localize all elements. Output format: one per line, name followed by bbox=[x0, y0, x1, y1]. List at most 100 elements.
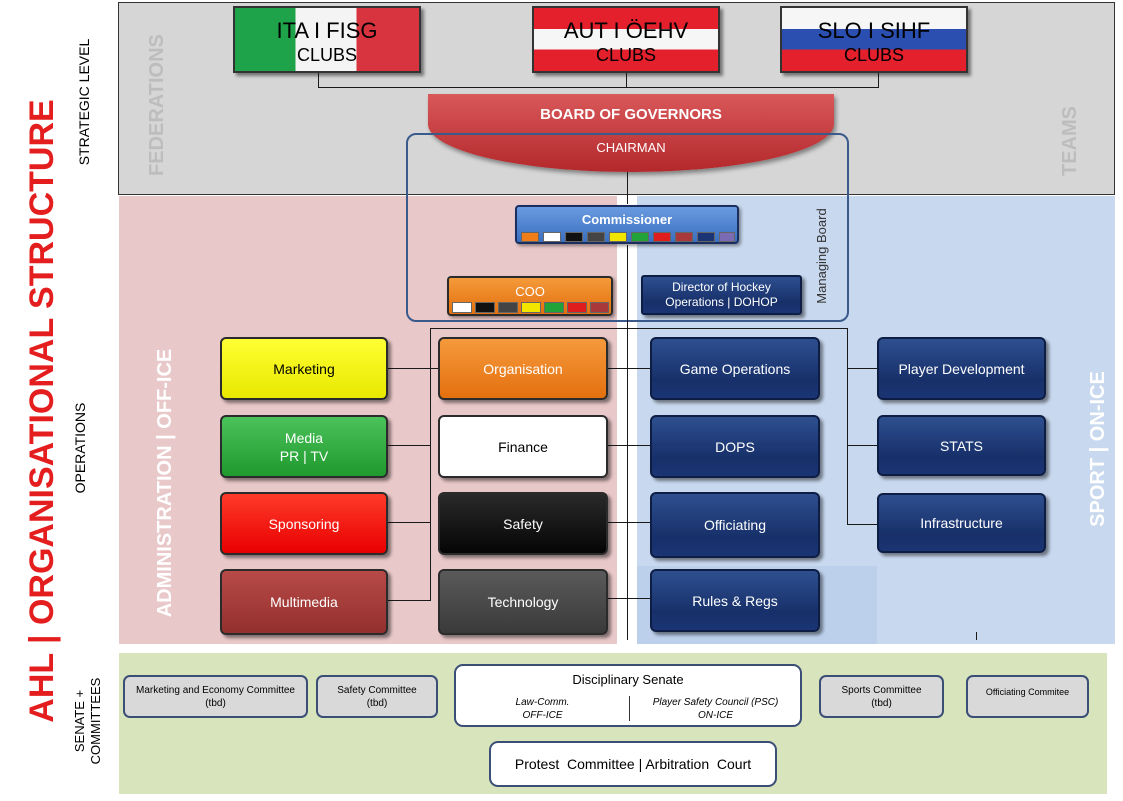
federations-label: FEDERATIONS bbox=[146, 34, 168, 176]
connector bbox=[627, 172, 628, 204]
federation-ita: ITA I FISG CLUBS bbox=[233, 6, 421, 73]
color-swatch bbox=[521, 232, 539, 242]
psc-line1: Player Safety Council (PSC) bbox=[652, 697, 779, 708]
dohop-line1: Director of Hockey bbox=[672, 280, 771, 294]
connector bbox=[847, 445, 877, 446]
connector bbox=[388, 445, 430, 446]
law-comm-line2: OFF-ICE bbox=[522, 710, 563, 721]
sport-onice-label: SPORT | ON-ICE bbox=[1087, 371, 1109, 527]
strategic-level-label: STRATEGIC LEVEL bbox=[76, 38, 92, 166]
connector bbox=[878, 73, 879, 87]
safety-committee: Safety Committee (tbd) bbox=[316, 675, 438, 718]
multimedia-box: Multimedia bbox=[220, 569, 388, 635]
organisation-box: Organisation bbox=[438, 337, 608, 400]
color-swatch bbox=[653, 232, 671, 242]
color-swatch bbox=[675, 232, 693, 242]
safety-committee-sub: (tbd) bbox=[366, 697, 388, 709]
color-swatch bbox=[587, 232, 605, 242]
coo-label: COO bbox=[515, 284, 545, 299]
protest-committee: Protest Committee | Arbitration Court bbox=[489, 741, 777, 787]
law-comm-line1: Law-Comm. bbox=[515, 697, 570, 708]
safety-committee-name: Safety Committee bbox=[337, 684, 417, 696]
color-swatch bbox=[452, 302, 472, 313]
connector bbox=[626, 73, 627, 87]
color-swatch bbox=[498, 302, 518, 313]
media-box: Media PR | TV bbox=[220, 415, 388, 478]
connector bbox=[430, 328, 848, 329]
federation-aut-name: AUT I ÖEHV bbox=[563, 18, 689, 43]
federation-ita-sub: CLUBS bbox=[296, 45, 358, 65]
federation-slo: SLO I SIHF CLUBS bbox=[780, 6, 968, 73]
senate-label-line1: SENATE + bbox=[72, 689, 87, 753]
color-swatch bbox=[521, 302, 541, 313]
rules-regs-box: Rules & Regs bbox=[650, 569, 820, 632]
connector bbox=[608, 522, 650, 523]
marketing-committee-name: Marketing and Economy Committee bbox=[136, 684, 295, 696]
sponsoring-box: Sponsoring bbox=[220, 492, 388, 555]
finance-box: Finance bbox=[438, 415, 608, 478]
officiating-committee: Officiating Commitee bbox=[966, 675, 1089, 718]
safety-box: Safety bbox=[438, 492, 608, 555]
player-safety-council: Player Safety Council (PSC) ON-ICE bbox=[631, 696, 800, 722]
technology-box: Technology bbox=[438, 569, 608, 635]
connector bbox=[847, 524, 877, 525]
sports-committee: Sports Committee (tbd) bbox=[819, 675, 944, 718]
federation-slo-name: SLO I SIHF bbox=[817, 18, 931, 43]
senate-divider bbox=[629, 696, 630, 721]
color-swatch bbox=[697, 232, 715, 242]
color-swatch bbox=[544, 302, 564, 313]
page-title: AHL | ORGANISATIONAL STRUCTURE bbox=[23, 99, 61, 723]
color-swatch bbox=[543, 232, 561, 242]
color-swatch bbox=[609, 232, 627, 242]
marketing-committee: Marketing and Economy Committee (tbd) bbox=[123, 675, 308, 718]
senate-committees-label: SENATE + COMMITTEES bbox=[72, 671, 108, 771]
connector bbox=[388, 600, 430, 601]
operations-label: OPERATIONS bbox=[72, 402, 88, 494]
color-swatch bbox=[475, 302, 495, 313]
disciplinary-senate-title: Disciplinary Senate bbox=[572, 672, 684, 687]
connector bbox=[430, 328, 431, 601]
marketing-committee-sub: (tbd) bbox=[205, 697, 226, 709]
commissioner-label: Commissioner bbox=[581, 212, 673, 227]
connector bbox=[608, 598, 650, 599]
connector bbox=[847, 368, 877, 369]
media-label: Media bbox=[284, 429, 324, 446]
stats-box: STATS bbox=[877, 415, 1046, 476]
federation-aut: AUT I ÖEHV CLUBS bbox=[532, 6, 720, 73]
teams-label: TEAMS bbox=[1059, 106, 1081, 176]
color-swatch bbox=[631, 232, 649, 242]
sports-committee-name: Sports Committee bbox=[841, 684, 922, 696]
psc-line2: ON-ICE bbox=[698, 710, 733, 721]
officiating-committee-name: Officiating Commitee bbox=[985, 687, 1070, 697]
dops-box: DOPS bbox=[650, 415, 820, 478]
connector bbox=[318, 73, 319, 87]
dohop-box: Director of Hockey Operations | DOHOP bbox=[641, 275, 802, 315]
officiating-box: Officiating bbox=[650, 492, 820, 558]
commissioner-box: Commissioner bbox=[515, 205, 739, 244]
color-swatch bbox=[719, 232, 735, 242]
connector bbox=[976, 632, 977, 640]
dohop-line2: Operations | DOHOP bbox=[665, 295, 778, 309]
law-comm: Law-Comm. OFF-ICE bbox=[456, 696, 629, 722]
media-sub: PR | TV bbox=[279, 447, 329, 464]
federation-aut-sub: CLUBS bbox=[595, 45, 657, 65]
connector bbox=[608, 368, 650, 369]
sports-committee-sub: (tbd) bbox=[871, 697, 892, 709]
federation-ita-name: ITA I FISG bbox=[276, 18, 378, 43]
infrastructure-box: Infrastructure bbox=[877, 493, 1046, 553]
connector bbox=[847, 328, 848, 525]
admin-office-label: ADMINISTRATION | OFF-ICE bbox=[154, 348, 176, 618]
connector bbox=[627, 245, 628, 640]
color-swatch bbox=[590, 302, 609, 313]
connector bbox=[318, 87, 879, 88]
senate-label-line2: COMMITTEES bbox=[88, 677, 103, 765]
game-operations-box: Game Operations bbox=[650, 337, 820, 400]
board-chairman: CHAIRMAN bbox=[596, 140, 666, 155]
marketing-box: Marketing bbox=[220, 337, 388, 400]
federation-slo-sub: CLUBS bbox=[843, 45, 905, 65]
connector bbox=[388, 522, 430, 523]
connector bbox=[608, 445, 650, 446]
disciplinary-senate: Disciplinary Senate Law-Comm. OFF-ICE Pl… bbox=[454, 664, 802, 727]
board-title: BOARD OF GOVERNORS bbox=[540, 106, 722, 123]
player-development-box: Player Development bbox=[877, 337, 1046, 400]
